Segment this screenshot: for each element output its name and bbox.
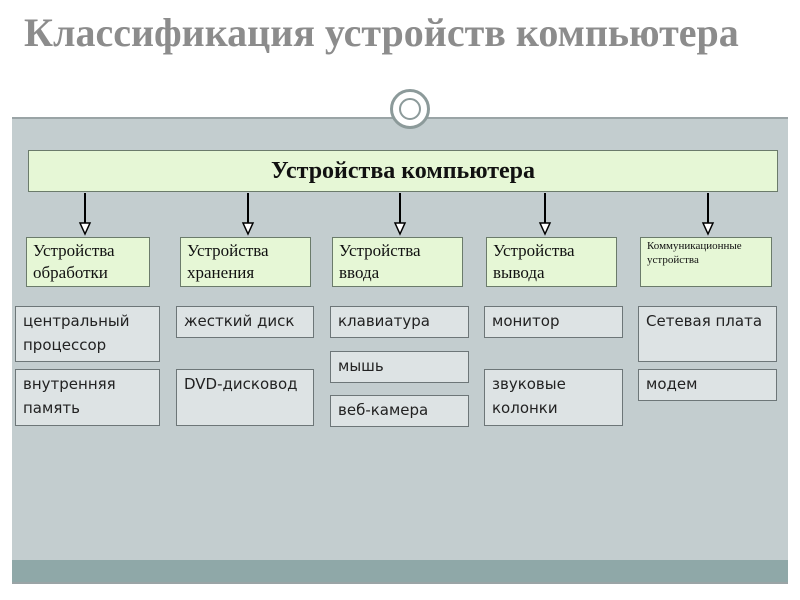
item-speakers: звуковые колонки (484, 369, 623, 426)
item-cpu: центральный процессор (15, 306, 160, 362)
arrow-storage (241, 193, 255, 236)
arrow-input (393, 193, 407, 236)
ring-inner-icon (399, 98, 421, 120)
slide-title: Классификация устройств компьютера (24, 10, 739, 55)
connector-arrows (78, 193, 715, 236)
category-communication: Коммуникационные устройства (640, 237, 772, 287)
item-dvd-drive: DVD-дисковод (176, 369, 314, 426)
item-monitor: монитор (484, 306, 623, 338)
category-storage: Устройства хранения (180, 237, 311, 287)
arrow-processing (78, 193, 92, 236)
footer-bar (12, 560, 788, 582)
category-input: Устройства ввода (332, 237, 463, 287)
footer-line (12, 582, 788, 584)
category-output: Устройства вывода (486, 237, 617, 287)
item-hard-disk: жесткий диск (176, 306, 314, 338)
item-internal-memory: внутренняя память (15, 369, 160, 426)
item-webcam: веб-камера (330, 395, 469, 427)
slide: Классификация устройств компьютера Устро… (12, 0, 788, 588)
item-modem: модем (638, 369, 777, 401)
arrow-communication (701, 193, 715, 236)
item-mouse: мышь (330, 351, 469, 383)
item-keyboard: клавиатура (330, 306, 469, 338)
arrow-output (538, 193, 552, 236)
ring-ornament-icon (390, 89, 430, 129)
root-node: Устройства компьютера (28, 150, 778, 192)
item-network-card: Сетевая плата (638, 306, 777, 362)
category-processing: Устройства обработки (26, 237, 150, 287)
